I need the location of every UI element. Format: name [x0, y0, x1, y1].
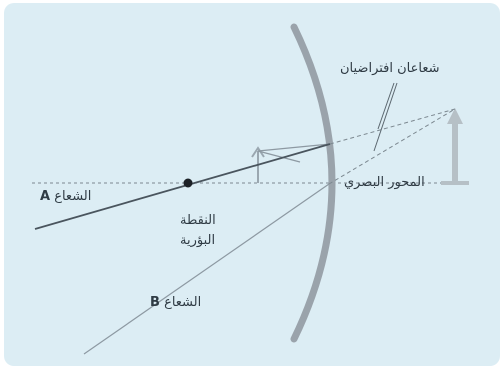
- object-ray-top: [257, 143, 331, 152]
- ray-a-line: [34, 143, 331, 230]
- virtual-ray-1: [329, 108, 456, 145]
- virtual-ray-2: [328, 108, 456, 185]
- object-arrow: [251, 146, 265, 183]
- virtual-rays-pointer-1: [377, 82, 395, 130]
- object-ray-cross: [257, 150, 301, 163]
- ray-a-letter: A: [40, 189, 51, 204]
- ray-b-word: الشعاع: [164, 295, 202, 310]
- ray-a-word: الشعاع: [54, 189, 92, 204]
- focal-point-label-line1: النقطة: [180, 213, 216, 228]
- virtual-image-arrow: [441, 108, 469, 185]
- optical-axis-label: المحور البصري: [344, 175, 425, 190]
- diagram-frame: شعاعان افتراضيان المحور البصري A الشعاع …: [4, 3, 500, 366]
- focal-point-dot: [183, 178, 193, 188]
- ray-a-label: A الشعاع: [40, 189, 91, 205]
- virtual-rays-pointer-2: [373, 82, 398, 152]
- ray-b-line: [83, 183, 330, 355]
- virtual-rays-label: شعاعان افتراضيان: [340, 61, 440, 76]
- convex-mirror-diagram: [32, 23, 469, 355]
- ray-b-label: B الشعاع: [150, 295, 201, 311]
- convex-mirror: [290, 23, 336, 343]
- ray-b-letter: B: [150, 295, 160, 310]
- focal-point-label-line2: البؤرية: [180, 233, 216, 248]
